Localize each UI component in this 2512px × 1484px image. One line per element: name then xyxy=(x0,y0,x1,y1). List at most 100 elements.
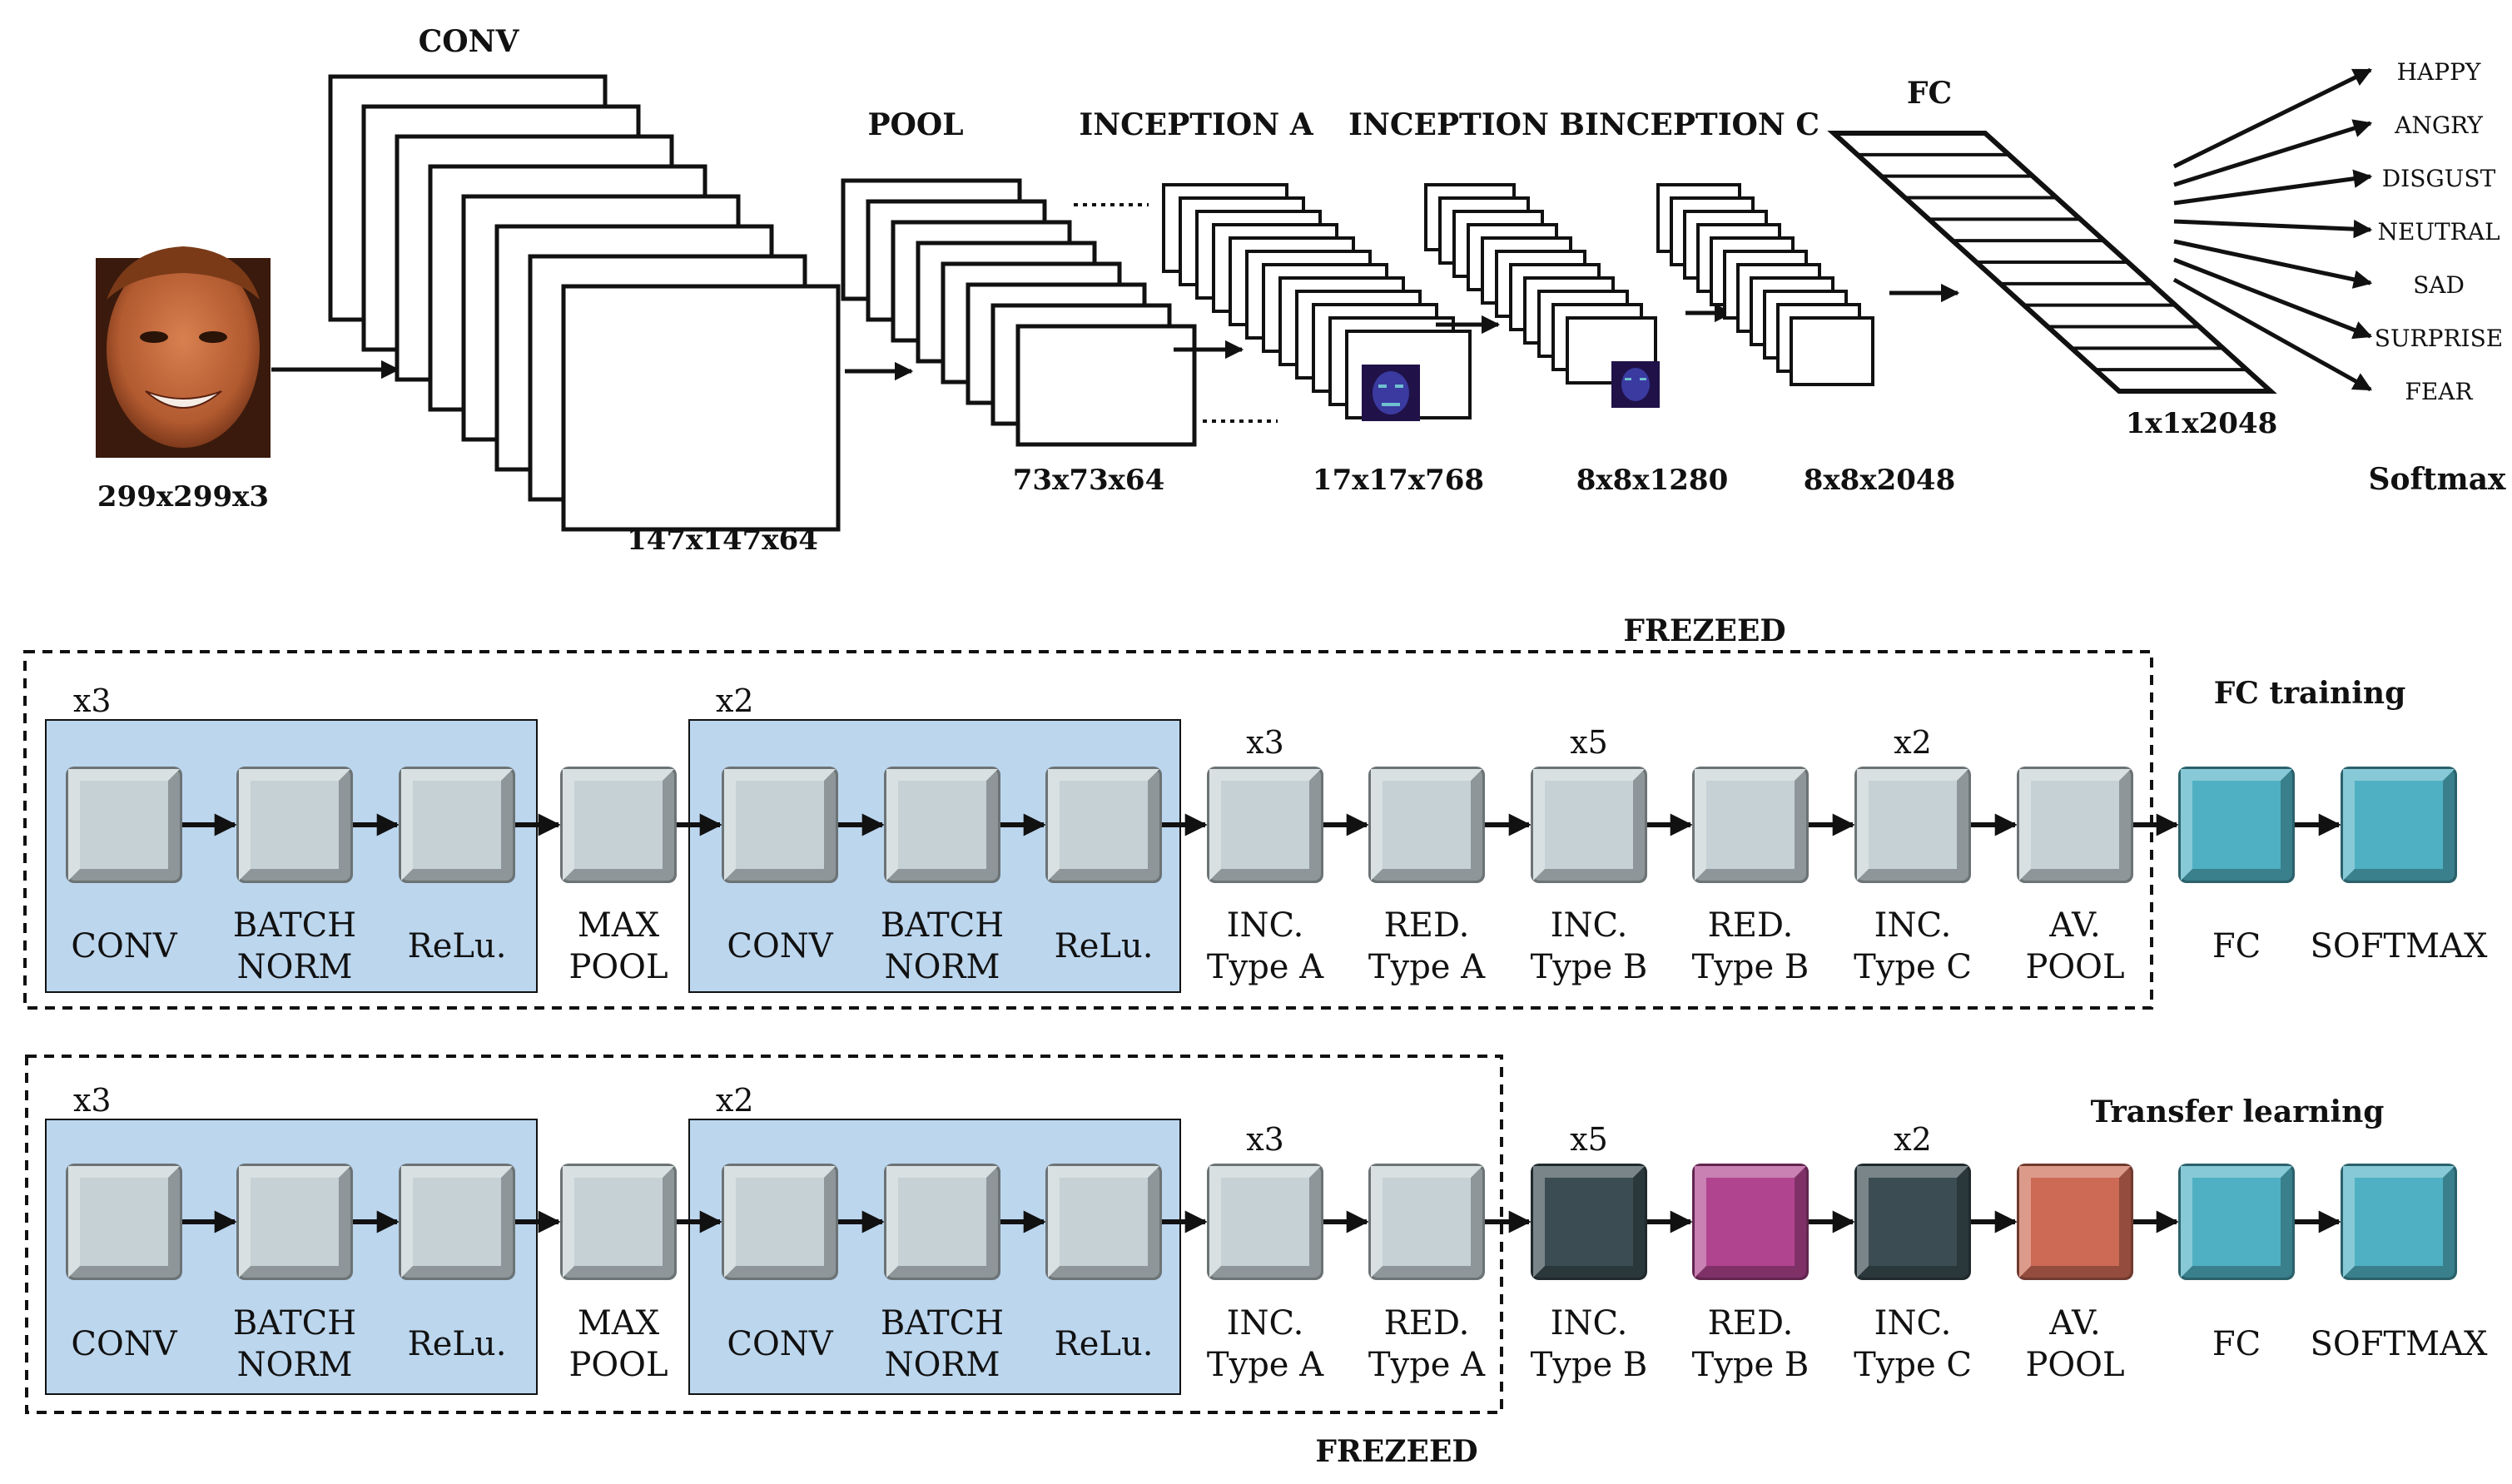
fc-dims: 1x1x2048 xyxy=(2126,407,2277,440)
group-2-multiplier: x2 xyxy=(716,682,754,719)
block-face xyxy=(80,1178,168,1266)
layer-block: SOFTMAX xyxy=(2311,1164,2488,1363)
block-label-line1: INC. xyxy=(1551,906,1628,945)
row2-blocks: CONVBATCHNORMReLu.MAXPOOLCONVBATCHNORMRe… xyxy=(66,1121,2488,1384)
inception-a-maps xyxy=(1162,183,1472,419)
emotion-arrow xyxy=(2172,67,2373,169)
block-label: SOFTMAX xyxy=(2311,1325,2488,1363)
inception-a-thumbnail xyxy=(1362,365,1420,421)
block-bevel-light xyxy=(2181,1166,2292,1278)
emotion-label: HAPPY xyxy=(2397,58,2481,86)
block-bevel-light xyxy=(563,769,674,881)
block-label-line2: Type B xyxy=(1692,948,1810,986)
block-face xyxy=(736,781,824,869)
block-face xyxy=(1706,781,1795,869)
layer-block: AV.POOL xyxy=(2017,767,2133,986)
layer-block: INC.Type Cx2 xyxy=(1854,724,1972,986)
block-face xyxy=(898,781,986,869)
fc-title: FC xyxy=(1907,76,1952,111)
block-bevel-light xyxy=(68,1166,180,1278)
block-label-line2: POOL xyxy=(568,1346,668,1384)
block-label-line1: RED. xyxy=(1708,906,1794,945)
block-face xyxy=(2355,781,2443,869)
conv-stack-layer xyxy=(561,284,841,532)
block-label-line1: INC. xyxy=(1227,1304,1304,1343)
block-label-line2: NORM xyxy=(885,1346,1000,1384)
block-bevel-light xyxy=(886,1166,998,1278)
layer-block: FC xyxy=(2178,1164,2295,1363)
inception-c-maps xyxy=(1656,183,1874,386)
block-face xyxy=(2192,1178,2281,1266)
emotion-arrow xyxy=(2173,169,2373,206)
emotion-label: SAD xyxy=(2413,271,2465,299)
block-bevel-light xyxy=(401,769,513,881)
inception-b-thumbnail xyxy=(1611,361,1660,408)
block-face xyxy=(413,781,501,869)
layer-block: FC xyxy=(2178,767,2295,965)
block-multiplier: x5 xyxy=(1570,1121,1608,1158)
emotion-arrow xyxy=(2173,257,2373,340)
group-2-multiplier: x2 xyxy=(716,1082,754,1119)
emotion-label: FEAR xyxy=(2405,378,2473,405)
block-face xyxy=(1060,781,1148,869)
layer-block: RED.Type B xyxy=(1692,1164,1810,1384)
block-label-line2: Type B xyxy=(1692,1346,1810,1384)
block-multiplier: x3 xyxy=(1246,1121,1284,1158)
layer-block: RED.Type B xyxy=(1692,767,1810,986)
block-bevel-light xyxy=(68,769,180,881)
block-face xyxy=(898,1178,986,1266)
block-bevel-light xyxy=(1048,1166,1159,1278)
emotion-arrow xyxy=(2173,239,2373,289)
block-bevel-light xyxy=(401,1166,513,1278)
block-label-line1: INC. xyxy=(1874,906,1952,945)
block-label: ReLu. xyxy=(1055,1325,1154,1363)
layer-block: AV.POOL xyxy=(2017,1164,2133,1384)
block-label-line1: BATCH xyxy=(881,1304,1004,1343)
layer-block: SOFTMAX xyxy=(2311,767,2488,965)
layer-block: ReLu. xyxy=(399,1164,515,1363)
block-face xyxy=(574,1178,663,1266)
block-label-line1: INC. xyxy=(1227,906,1304,945)
block-label-line2: Type C xyxy=(1854,1346,1972,1384)
layer-block: CONV xyxy=(722,1164,838,1363)
block-face xyxy=(1221,1178,1309,1266)
frozen-label: FREZEED xyxy=(1315,1434,1477,1469)
layer-block: ReLu. xyxy=(399,767,515,965)
layer-block: ReLu. xyxy=(1045,767,1162,965)
inception-b-dims: 8x8x1280 xyxy=(1576,464,1728,497)
block-label-line2: Type A xyxy=(1368,1346,1486,1384)
inception-c-title: INCEPTION C xyxy=(1585,107,1819,142)
fc-layer-shape xyxy=(1827,131,2277,394)
block-label-line1: MAX xyxy=(578,1304,660,1343)
block-face xyxy=(2355,1178,2443,1266)
block-label: CONV xyxy=(71,1325,177,1363)
emotion-label: ANGRY xyxy=(2394,112,2483,139)
block-bevel-light xyxy=(724,769,836,881)
input-face-image xyxy=(96,246,271,458)
block-face xyxy=(413,1178,501,1266)
emotion-arrow xyxy=(2172,277,2372,392)
block-face xyxy=(1221,781,1309,869)
emotion-label: DISGUST xyxy=(2382,165,2496,192)
block-face xyxy=(2192,781,2281,869)
block-face xyxy=(251,781,339,869)
fc-training-row: FREZEED FC training x3 x2 CONVBATCHNORMR… xyxy=(23,613,2488,1010)
block-label-line1: BATCH xyxy=(233,906,356,945)
conv-feature-maps xyxy=(328,74,841,532)
top-pipeline: 299x299x3 CONV 147x147x64 POOL 73x73x64 … xyxy=(96,24,2506,557)
block-face xyxy=(1383,781,1471,869)
block-label-line1: AV. xyxy=(2048,1304,2101,1343)
block-face xyxy=(1383,1178,1471,1266)
block-label-line2: Type B xyxy=(1531,948,1648,986)
block-label-line1: RED. xyxy=(1384,1304,1470,1343)
emotion-arrow xyxy=(2173,219,2373,239)
block-face xyxy=(574,781,663,869)
block-bevel-light xyxy=(1048,769,1159,881)
block-label-line2: NORM xyxy=(237,1346,353,1384)
block-label-line1: INC. xyxy=(1874,1304,1952,1343)
